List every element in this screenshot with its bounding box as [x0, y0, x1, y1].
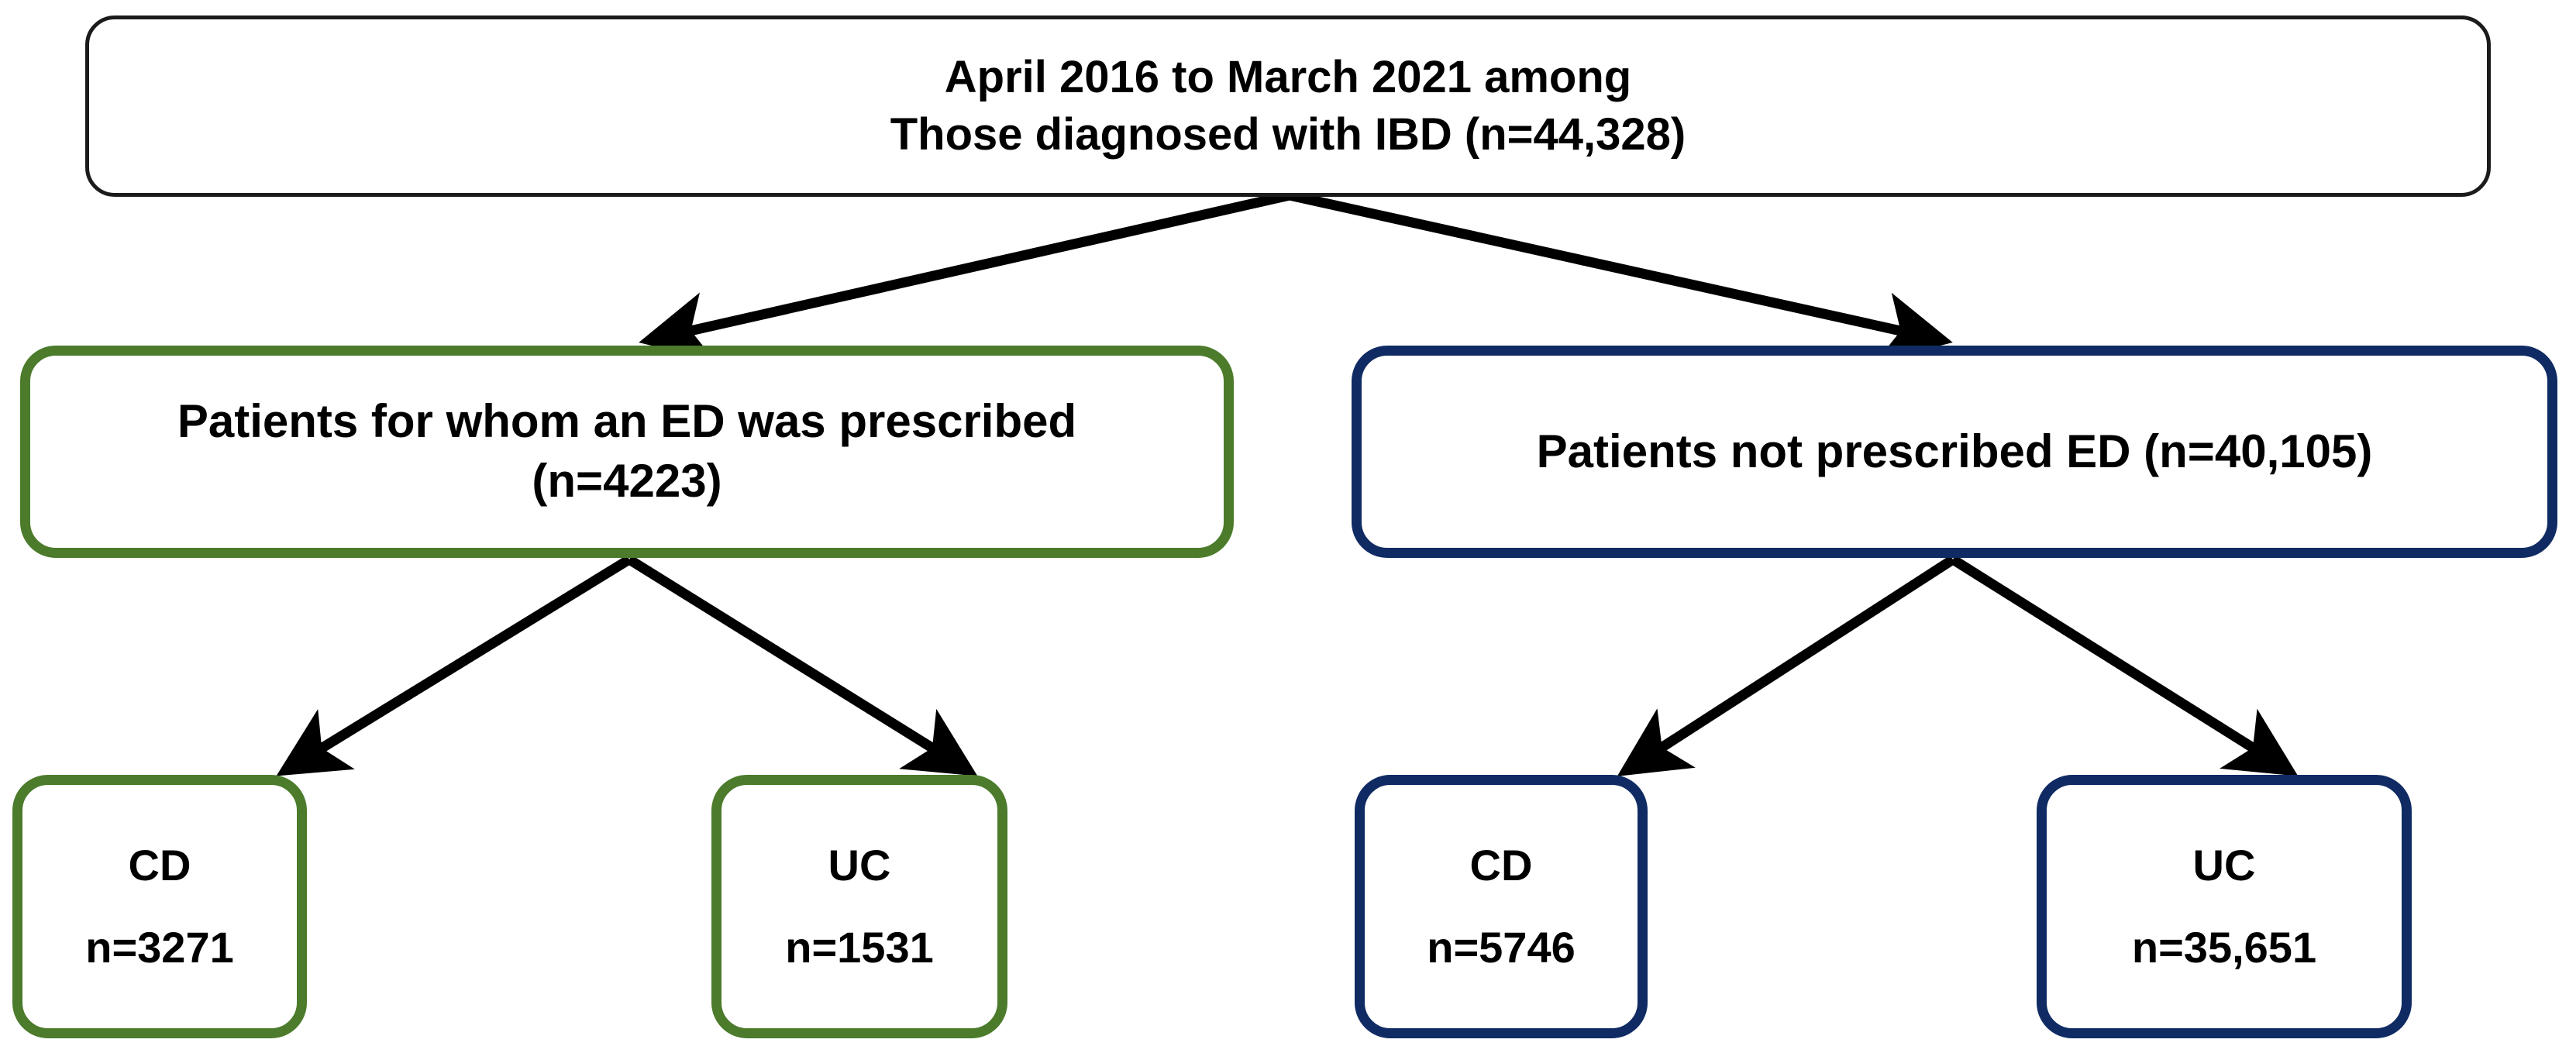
node-ed-not-prescribed[interactable]: Patients not prescribed ED (n=40,105) [1352, 346, 2557, 558]
arrow-root-to-ed-prescribed [639, 190, 1291, 362]
node-ed-not-prescribed-text: Patients not prescribed ED (n=40,105) [1362, 422, 2547, 482]
node-not-prescribed-cd-label: CD [1469, 841, 1533, 890]
arrow-ed-prescribed-to-uc [626, 555, 978, 776]
node-root-cohort-text: April 2016 to March 2021 among Those dia… [89, 49, 2487, 163]
node-root-cohort-line1: April 2016 to March 2021 among [944, 51, 1632, 102]
node-not-prescribed-uc-label: UC [2192, 841, 2256, 890]
node-ed-prescribed[interactable]: Patients for whom an ED was prescribed (… [20, 346, 1234, 558]
node-not-prescribed-uc-count: n=35,651 [2131, 923, 2317, 972]
node-not-prescribed-uc[interactable]: UC n=35,651 [2037, 775, 2412, 1038]
node-ed-prescribed-line2: (n=4223) [532, 455, 722, 507]
node-not-prescribed-cd-count: n=5746 [1427, 923, 1576, 972]
arrow-root-to-ed-not-prescribed [1288, 190, 1953, 362]
node-not-prescribed-cd-text: CD n=5746 [1365, 838, 1638, 975]
node-not-prescribed-uc-text: UC n=35,651 [2047, 838, 2402, 975]
node-ed-prescribed-cd-label: CD [128, 841, 191, 890]
node-ed-prescribed-text: Patients for whom an ED was prescribed (… [30, 392, 1224, 511]
arrow-ed-prescribed-to-cd [276, 555, 632, 776]
arrow-ed-not-prescribed-to-uc [1950, 555, 2299, 776]
node-ed-not-prescribed-line1: Patients not prescribed ED (n=40,105) [1536, 425, 2373, 477]
node-ed-prescribed-cd-text: CD n=3271 [22, 838, 297, 975]
node-ed-prescribed-uc-text: UC n=1531 [721, 838, 997, 975]
node-ed-prescribed-uc[interactable]: UC n=1531 [711, 775, 1007, 1038]
arrow-ed-not-prescribed-to-cd [1617, 555, 1956, 776]
node-ed-prescribed-uc-count: n=1531 [785, 923, 934, 972]
node-ed-prescribed-cd[interactable]: CD n=3271 [12, 775, 307, 1038]
node-not-prescribed-cd[interactable]: CD n=5746 [1355, 775, 1648, 1038]
node-ed-prescribed-uc-label: UC [828, 841, 891, 890]
node-root-cohort-line2: Those diagnosed with IBD (n=44,328) [890, 109, 1686, 160]
node-root-cohort[interactable]: April 2016 to March 2021 among Those dia… [85, 15, 2491, 197]
node-ed-prescribed-cd-count: n=3271 [85, 923, 234, 972]
node-ed-prescribed-line1: Patients for whom an ED was prescribed [177, 395, 1077, 448]
